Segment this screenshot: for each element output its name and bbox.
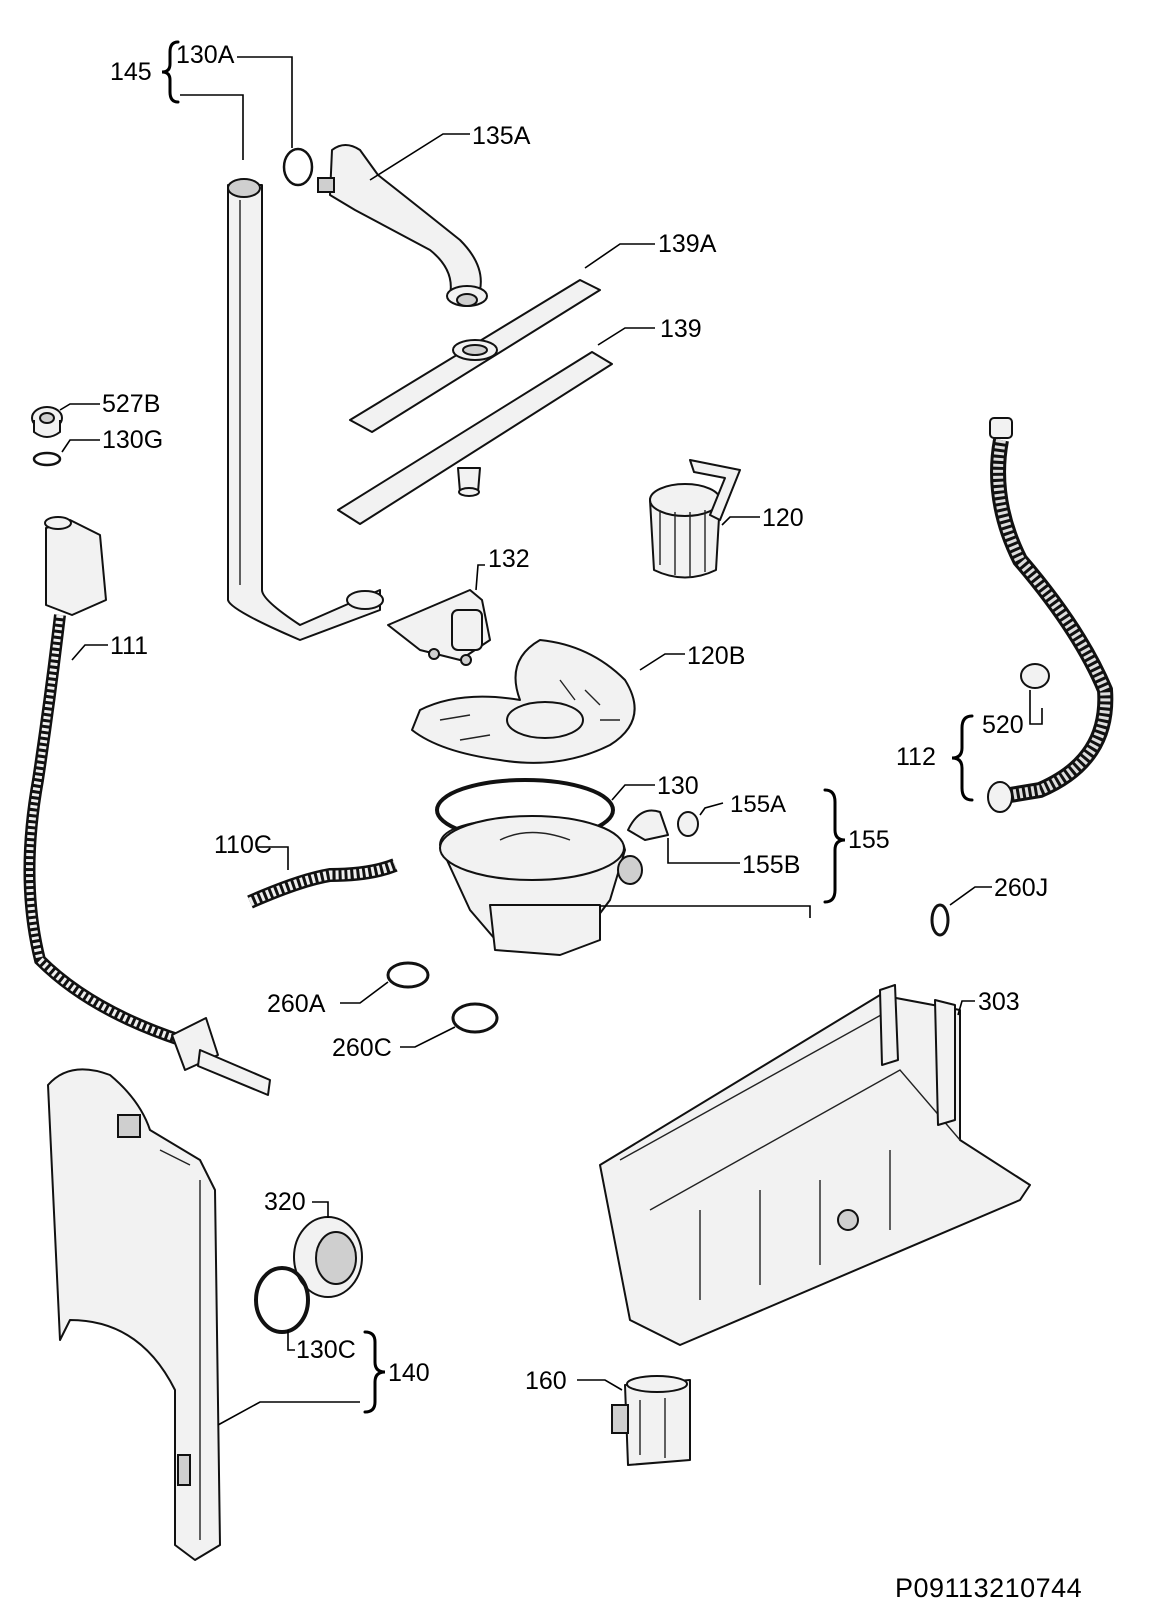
label-111: 111: [110, 632, 148, 660]
label-260j: 260J: [994, 874, 1048, 902]
label-140: 140: [388, 1359, 430, 1387]
clip-520: [1020, 663, 1050, 689]
hose-110c: [247, 858, 398, 909]
upper-arm-pipe-135a: [317, 144, 488, 307]
spray-arm-139a: [349, 279, 601, 433]
label-303: 303: [978, 988, 1020, 1016]
filter-120: [649, 459, 741, 579]
label-120: 120: [762, 504, 804, 532]
label-155: 155: [848, 826, 890, 854]
label-132: 132: [488, 545, 530, 573]
label-130: 130: [657, 772, 699, 800]
label-112: 112: [896, 743, 936, 771]
label-260c: 260C: [332, 1034, 392, 1062]
drawing-code: P09113210744: [895, 1573, 1082, 1603]
sump-assembly-155: [439, 815, 643, 956]
label-260a: 260A: [267, 990, 326, 1018]
o-ring-130a: [282, 147, 314, 187]
filter-plate-120b: [411, 639, 636, 764]
label-155a: 155A: [730, 791, 786, 818]
plug-527b: [31, 406, 63, 438]
label-130g: 130G: [102, 426, 163, 454]
label-145: 145: [110, 58, 152, 86]
label-139a: 139A: [658, 230, 717, 258]
label-527b: 527B: [102, 390, 160, 418]
label-320: 320: [264, 1188, 306, 1216]
spray-arm-139: [337, 351, 613, 525]
spray-pipe-145: [227, 178, 384, 641]
label-520: 520: [982, 711, 1024, 739]
pump-160: [611, 1375, 691, 1466]
label-139: 139: [660, 315, 702, 343]
label-130a: 130A: [176, 41, 235, 69]
ring-130c: [254, 1266, 310, 1334]
label-120b: 120B: [687, 642, 745, 670]
label-130c: 130C: [296, 1336, 356, 1364]
clamp-260c: [451, 1002, 499, 1034]
leader-lines: [59, 56, 1043, 1426]
base-303: [599, 984, 1031, 1346]
part-labels: 145 130A 135A 139A 139 527B 130G 120 132…: [102, 41, 1082, 1603]
label-110c: 110C: [214, 831, 272, 859]
panel-140: [47, 1068, 221, 1561]
braces: [161, 40, 974, 1414]
label-135a: 135A: [472, 122, 531, 150]
label-155b: 155B: [742, 851, 800, 879]
seal-320: [293, 1216, 363, 1298]
washer-130g: [32, 451, 62, 467]
clamp-260j: [930, 903, 950, 937]
clamp-260a: [386, 961, 430, 989]
label-160: 160: [525, 1367, 567, 1395]
bracket-132: [387, 589, 491, 666]
valve-155a: [627, 809, 699, 841]
inlet-hose-111: [23, 516, 271, 1096]
drain-hose-112: [987, 417, 1114, 813]
